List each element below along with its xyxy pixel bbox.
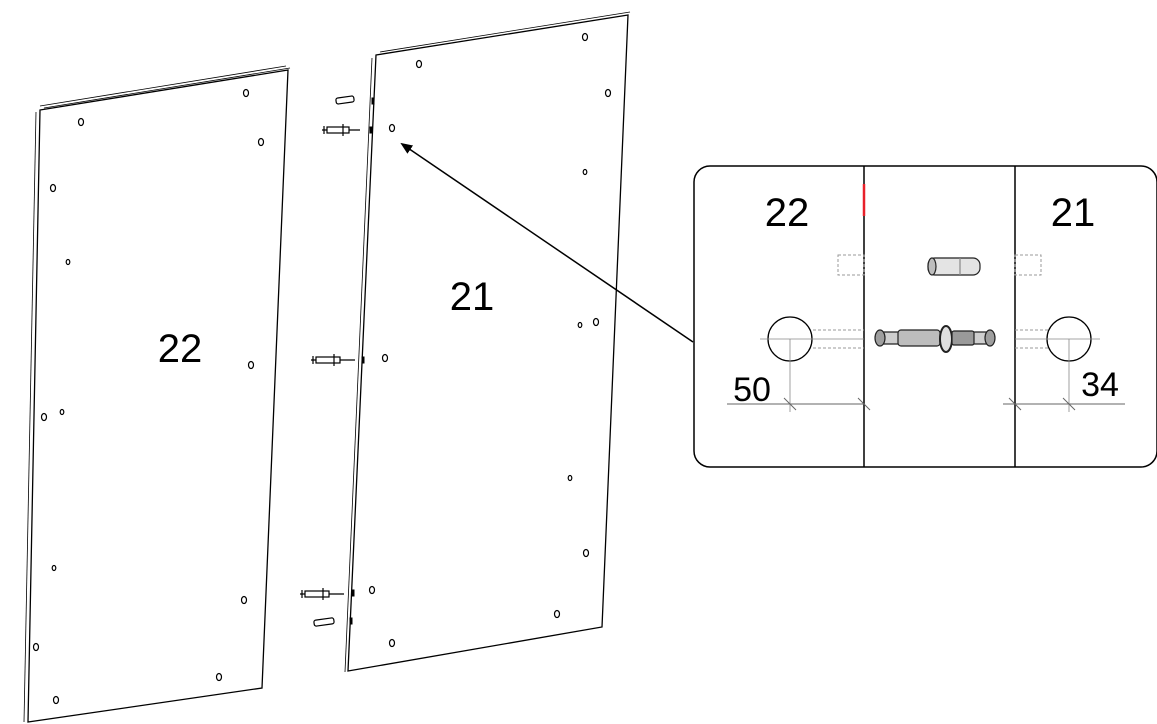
dimension-right-value: 34 [1081,366,1119,404]
dowel-top [335,95,355,105]
callout-arrow [400,142,694,343]
panel-22 [23,65,291,723]
detail-label-right: 21 [1051,191,1096,235]
connector-bolt-top [322,124,360,136]
panel-22-holes [32,88,265,705]
detail-connector-bolt [874,325,996,353]
panel-21-holes [368,32,612,648]
detail-dowel [927,257,981,276]
dimension-left [727,397,871,411]
panel-21-label: 21 [450,275,495,319]
dimension-right [1003,397,1125,411]
panel-21 [344,11,631,673]
panel-edge-holes [349,97,375,625]
panel-22-label: 22 [158,327,203,371]
dowel-bottom [313,617,335,627]
dimension-left-value: 50 [733,371,771,409]
connector-bolt-bottom [300,588,344,600]
connector-bolt-middle [311,354,355,366]
detail-label-left: 22 [765,191,810,235]
detail-box [693,165,1157,468]
